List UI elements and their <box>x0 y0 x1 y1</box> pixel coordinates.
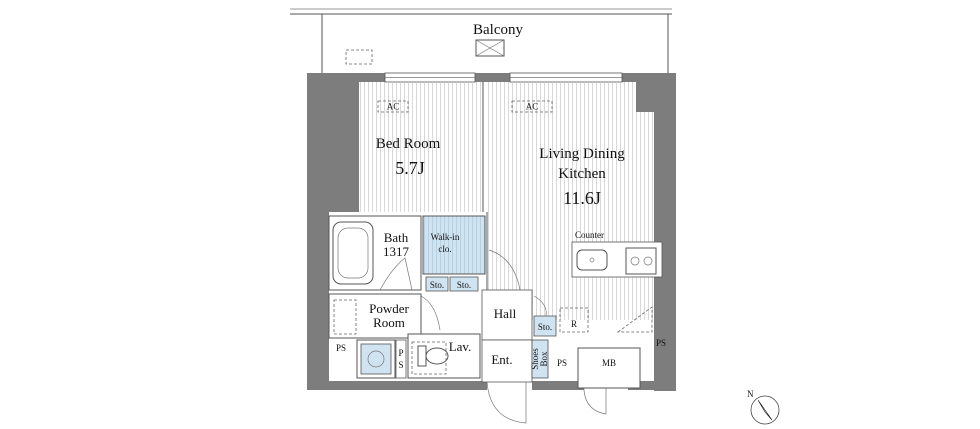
walkin-label-line1: Walk-in <box>431 232 460 242</box>
utility-row: PS P S <box>336 339 407 379</box>
lavatory: Lav. <box>407 333 481 379</box>
counter-label: Counter <box>575 230 604 240</box>
north-arrow-icon: N <box>747 389 780 425</box>
powder-room: Powder Room <box>328 293 441 339</box>
ps-right-label: PS <box>656 338 666 348</box>
hall-label: Hall <box>494 306 517 321</box>
north-label: N <box>747 389 754 399</box>
bedroom-ac-label: AC <box>387 102 400 112</box>
hall: Hall <box>481 249 547 341</box>
lav-label: Lav. <box>449 339 472 354</box>
washing-machine-icon <box>360 343 392 375</box>
ldk-ac-label: AC <box>526 102 539 112</box>
stove-icon <box>625 247 657 275</box>
ps-left-label: PS <box>336 343 346 353</box>
walkin-label-line2: clo. <box>438 244 451 254</box>
p-label: P <box>398 348 403 358</box>
storage-1-label: Sto. <box>430 280 444 290</box>
bathtub-icon <box>332 221 374 285</box>
refrigerator-label: R <box>571 319 577 329</box>
ps-center-label: PS <box>557 358 567 368</box>
storage-2-label: Sto. <box>457 280 471 290</box>
shoes-box-label-line2: Box <box>539 351 549 367</box>
storage-3-label: Sto. <box>538 322 552 332</box>
ent-label: Ent. <box>491 352 512 367</box>
powder-label-line1: Powder <box>369 301 409 316</box>
bath-size: 1317 <box>383 244 410 259</box>
toilet-icon <box>411 341 449 375</box>
bedroom: AC Bed Room 5.7J <box>359 82 484 212</box>
balcony-label: Balcony <box>473 22 523 38</box>
s-label: S <box>398 360 403 370</box>
shoes-box-label-line1: Shoes <box>530 348 540 370</box>
balcony: Balcony <box>290 8 672 75</box>
bedroom-name: Bed Room <box>376 136 441 152</box>
bedroom-size: 5.7J <box>395 158 425 178</box>
mb-label: MB <box>602 358 616 368</box>
bath: Bath 1317 <box>328 215 422 291</box>
outer-walls <box>307 72 676 391</box>
ldk-name-line2: Kitchen <box>558 166 606 182</box>
ldk-size: 11.6J <box>563 188 601 208</box>
living-dining-kitchen: AC Living Dining Kitchen 11.6J Counter R <box>486 82 663 333</box>
meter-box: MB PS <box>577 338 666 389</box>
storage-row: Sto. Sto. Sto. <box>425 276 557 337</box>
sink-icon <box>576 249 608 271</box>
bath-name: Bath <box>384 230 409 245</box>
powder-label-line2: Room <box>373 315 405 330</box>
ldk-name-line1: Living Dining <box>539 146 625 162</box>
entrance: Ent. Shoes Box PS <box>481 339 607 424</box>
walk-in-closet: Walk-in clo. <box>422 215 486 275</box>
